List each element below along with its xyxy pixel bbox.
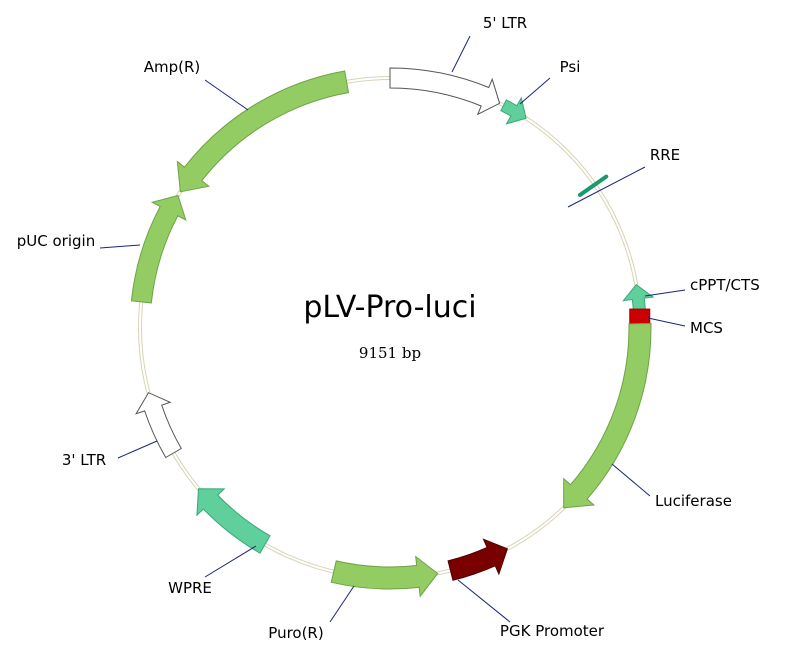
mcs-label: MCS: [690, 319, 723, 337]
ltr5-feature-arrow: [389, 67, 501, 116]
luciferase-feature-arrow: [563, 322, 652, 509]
pgk-label: PGK Promoter: [500, 622, 605, 640]
cppt-label: cPPT/CTS: [690, 276, 760, 294]
ltr3-leader-line: [117, 440, 158, 459]
rre-label: RRE: [650, 146, 680, 164]
psi-label: Psi: [560, 58, 581, 76]
puc-leader-line: [99, 244, 141, 249]
rre-feature-mark: [578, 174, 609, 197]
mcs-feature-box: [629, 308, 651, 326]
puro-leader-line: [329, 585, 355, 623]
features-layer: [130, 67, 655, 598]
puro-feature-arrow: [330, 555, 439, 598]
wpre-label: WPRE: [168, 579, 212, 597]
amp-label: Amp(R): [144, 58, 201, 76]
cppt-leader-line: [644, 289, 686, 297]
ltr3-label: 3' LTR: [62, 451, 106, 469]
puc-feature-arrow: [130, 194, 187, 304]
puc-label: pUC origin: [17, 232, 95, 250]
ltr3-feature-arrow: [134, 392, 182, 459]
ltr5-leader-line: [451, 35, 471, 73]
plasmid-name: pLV-Pro-luci: [303, 290, 476, 325]
leader-lines: [99, 35, 686, 623]
wpre-feature-arrow: [196, 488, 271, 554]
psi-feature-arrow: [500, 96, 527, 125]
amp-leader-line: [204, 79, 249, 111]
luciferase-leader-line: [611, 463, 651, 497]
psi-leader-line: [519, 77, 551, 105]
rre-leader-line: [567, 166, 646, 208]
pgk-leader-line: [457, 579, 511, 623]
mcs-leader-line: [647, 317, 686, 327]
amp-feature-arrow: [176, 70, 350, 193]
ltr5-label: 5' LTR: [483, 14, 527, 32]
luciferase-label: Luciferase: [655, 492, 732, 510]
wpre-leader-line: [204, 545, 257, 578]
puro-label: Puro(R): [268, 624, 323, 642]
cppt-feature-arrow: [622, 283, 655, 312]
pgk-feature-arrow: [447, 538, 508, 581]
plasmid-length: 9151 bp: [359, 344, 421, 362]
